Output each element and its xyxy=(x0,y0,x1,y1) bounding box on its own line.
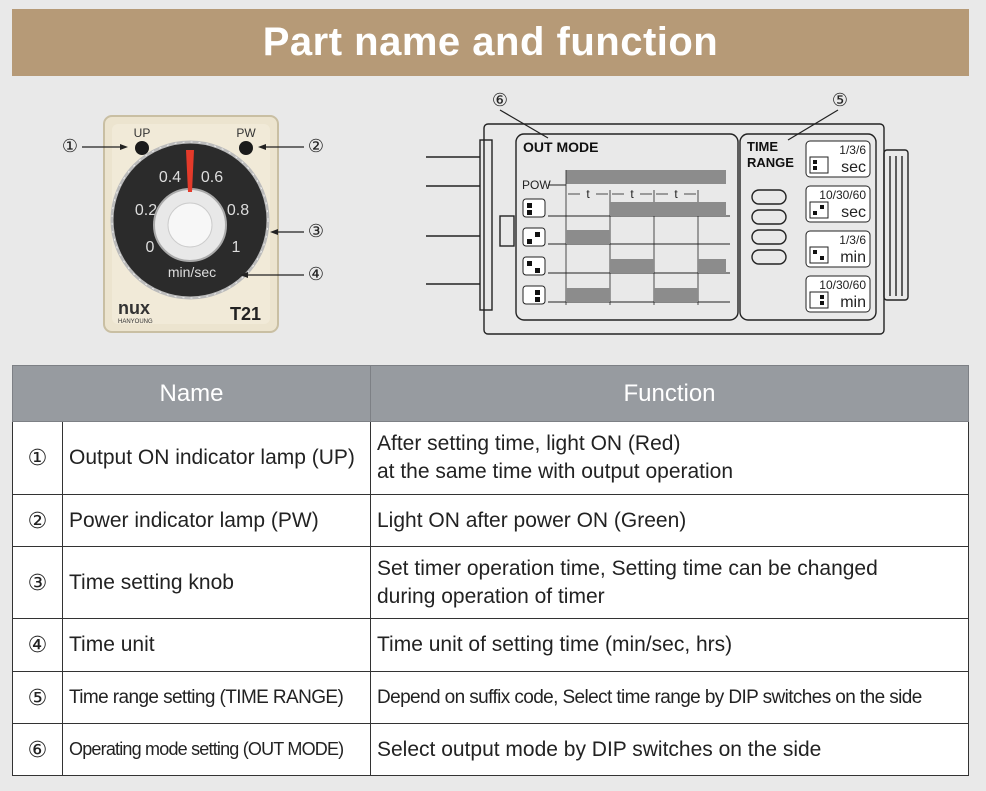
range-unit: min xyxy=(840,249,866,266)
function-line: Select output mode by DIP switches on th… xyxy=(377,737,822,761)
row-function: Light ON after power ON (Green) xyxy=(370,494,969,547)
row-number: ⑥ xyxy=(12,723,63,776)
callout-3: ③ xyxy=(308,221,324,241)
range-box-1: 1/3/6 sec xyxy=(805,140,871,178)
function-line: Set timer operation time, Setting time c… xyxy=(377,556,878,580)
function-line: Depend on suffix code, Select time range… xyxy=(377,686,922,708)
row-function: Depend on suffix code, Select time range… xyxy=(370,671,969,724)
title-banner: Part name and function xyxy=(12,9,969,76)
dial-number: 0 xyxy=(146,239,155,256)
row-number: ⑤ xyxy=(12,671,63,724)
time-range-label: TIME xyxy=(747,139,778,154)
header-name: Name xyxy=(12,365,371,422)
row-number: ① xyxy=(12,421,63,495)
figures-svg: UP PW 0 0.2 0.4 0.6 0.8 1 min/sec nux HA… xyxy=(62,90,909,335)
range-box-2: 10/30/60 sec xyxy=(805,185,871,223)
side-diagram-text: ⑥ ⑤ OUT MODE POW t t t xyxy=(492,90,871,313)
row-number: ③ xyxy=(12,546,63,619)
range-top: 1/3/6 xyxy=(839,143,866,157)
callout-2: ② xyxy=(308,136,324,156)
row-name: Power indicator lamp (PW) xyxy=(62,494,371,547)
range-box-4: 10/30/60 min xyxy=(805,275,871,313)
pow-label: POW xyxy=(522,178,551,192)
range-unit: min xyxy=(840,294,866,311)
model-name: T21 xyxy=(230,304,261,324)
range-unit: sec xyxy=(841,204,866,221)
timing-chart: t t t xyxy=(548,170,730,305)
table-header-row: Name Function xyxy=(12,365,969,422)
row-function: Time unit of setting time (min/sec, hrs) xyxy=(370,618,969,672)
brand-sub: HANYOUNG xyxy=(118,319,153,325)
range-box-3: 1/3/6 min xyxy=(805,230,871,268)
pw-lamp-icon xyxy=(239,141,253,155)
table-row: ① Output ON indicator lamp (UP) After se… xyxy=(12,421,969,495)
table-row: ③ Time setting knob Set timer operation … xyxy=(12,546,969,619)
dial-number: 0.2 xyxy=(135,202,157,219)
row-function: Set timer operation time, Setting time c… xyxy=(370,546,969,619)
t-label: t xyxy=(586,187,590,201)
function-line: Time unit of setting time (min/sec, hrs) xyxy=(377,633,733,656)
function-line: After setting time, light ON (Red) xyxy=(377,432,681,455)
table-row: ⑥ Operating mode setting (OUT MODE) Sele… xyxy=(12,723,969,776)
row-number: ④ xyxy=(12,618,63,672)
function-line: during operation of timer xyxy=(377,584,605,608)
dial-number: 1 xyxy=(232,239,241,256)
dial-number: 0.6 xyxy=(201,169,223,186)
row-name: Time range setting (TIME RANGE) xyxy=(62,671,371,724)
function-line: Light ON after power ON (Green) xyxy=(377,508,687,532)
page-title: Part name and function xyxy=(262,20,719,64)
t-label: t xyxy=(630,187,634,201)
dip-switch-icons xyxy=(522,198,546,305)
function-line: at the same time with output operation xyxy=(377,460,734,483)
row-number: ② xyxy=(12,494,63,547)
dial-number: 0.4 xyxy=(159,169,181,186)
range-top: 10/30/60 xyxy=(819,188,866,202)
side-diagram xyxy=(426,123,909,335)
row-name: Operating mode setting (OUT MODE) xyxy=(62,723,371,776)
row-function: After setting time, light ON (Red) at th… xyxy=(370,421,969,495)
range-unit: sec xyxy=(841,159,866,176)
callout-4: ④ xyxy=(308,264,324,284)
table-row: ⑤ Time range setting (TIME RANGE) Depend… xyxy=(12,671,969,724)
figure-area: UP PW 0 0.2 0.4 0.6 0.8 1 min/sec nux HA… xyxy=(0,76,986,366)
row-name: Output ON indicator lamp (UP) xyxy=(62,421,371,495)
range-top: 1/3/6 xyxy=(839,233,866,247)
lamp-up-label: UP xyxy=(134,126,151,140)
range-top: 10/30/60 xyxy=(819,278,866,292)
time-range-label: RANGE xyxy=(747,155,794,170)
out-mode-label: OUT MODE xyxy=(523,139,598,155)
part-function-table: Name Function ① Output ON indicator lamp… xyxy=(12,365,969,776)
up-lamp-icon xyxy=(135,141,149,155)
dial-number: 0.8 xyxy=(227,202,249,219)
callout-5: ⑤ xyxy=(832,90,848,110)
callout-1: ① xyxy=(62,136,78,156)
row-function: Select output mode by DIP switches on th… xyxy=(370,723,969,776)
knob-pointer-icon xyxy=(186,150,194,192)
header-function: Function xyxy=(370,365,969,422)
table-row: ② Power indicator lamp (PW) Light ON aft… xyxy=(12,494,969,547)
t-label: t xyxy=(674,187,678,201)
callout-6: ⑥ xyxy=(492,90,508,110)
row-name: Time unit xyxy=(62,618,371,672)
time-unit-label: min/sec xyxy=(168,264,216,280)
row-name: Time setting knob xyxy=(62,546,371,619)
device-photo: UP PW 0 0.2 0.4 0.6 0.8 1 min/sec nux HA… xyxy=(62,115,324,333)
brand-logo: nux xyxy=(118,298,150,318)
lamp-pw-label: PW xyxy=(236,126,256,140)
table-row: ④ Time unit Time unit of setting time (m… xyxy=(12,618,969,672)
